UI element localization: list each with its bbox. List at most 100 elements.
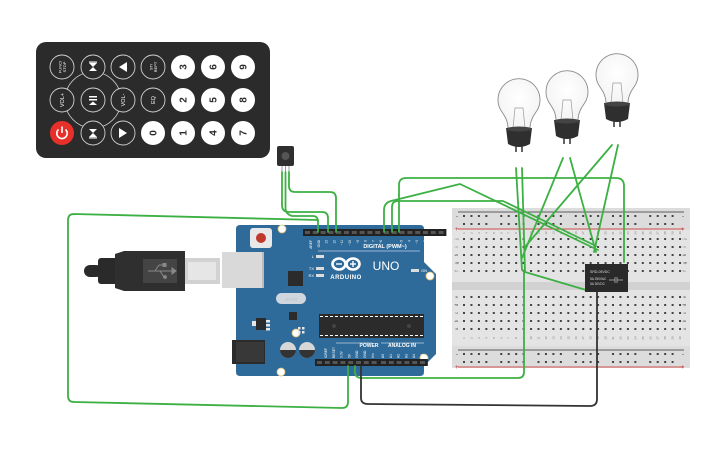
remote-button-5[interactable]: 5 xyxy=(201,88,225,112)
breadboard-hole[interactable] xyxy=(544,215,547,217)
breadboard-hole[interactable] xyxy=(656,238,659,240)
header-pin[interactable] xyxy=(348,361,354,364)
remote-button-4[interactable]: 4 xyxy=(201,121,225,145)
remote-button-prev[interactable] xyxy=(80,120,106,146)
breadboard-hole[interactable] xyxy=(477,361,480,363)
header-pin[interactable] xyxy=(407,231,413,234)
breadboard-hole[interactable] xyxy=(544,270,547,272)
breadboard-hole[interactable] xyxy=(612,254,614,256)
breadboard-hole[interactable] xyxy=(530,246,533,248)
breadboard-hole[interactable] xyxy=(574,312,577,314)
header-pin[interactable] xyxy=(367,231,373,234)
breadboard-hole[interactable] xyxy=(574,270,577,272)
breadboard-hole[interactable] xyxy=(619,320,622,322)
breadboard-hole[interactable] xyxy=(552,246,555,248)
breadboard-hole[interactable] xyxy=(537,361,540,363)
breadboard-hole[interactable] xyxy=(515,254,518,256)
breadboard-hole[interactable] xyxy=(619,304,622,306)
header-pin[interactable] xyxy=(371,361,377,364)
header-pin[interactable] xyxy=(388,361,394,364)
header-pin[interactable] xyxy=(320,231,326,234)
breadboard-hole[interactable] xyxy=(626,223,629,225)
breadboard-hole[interactable] xyxy=(507,304,510,306)
breadboard-hole[interactable] xyxy=(641,312,644,314)
breadboard-hole[interactable] xyxy=(679,238,682,240)
breadboard-hole[interactable] xyxy=(552,304,555,306)
breadboard-hole[interactable] xyxy=(626,262,629,264)
breadboard-hole[interactable] xyxy=(597,353,600,355)
breadboard-hole[interactable] xyxy=(485,238,488,240)
breadboard-hole[interactable] xyxy=(664,223,667,225)
breadboard-hole[interactable] xyxy=(507,353,510,355)
breadboard-hole[interactable] xyxy=(463,296,465,298)
breadboard-hole[interactable] xyxy=(634,254,637,256)
header-pin[interactable] xyxy=(412,361,418,364)
breadboard-hole[interactable] xyxy=(656,223,659,225)
breadboard-hole[interactable] xyxy=(619,312,622,314)
breadboard-hole[interactable] xyxy=(463,223,465,225)
breadboard-hole[interactable] xyxy=(582,328,585,330)
remote-button-vol-minus[interactable]: VOL- xyxy=(110,87,136,113)
breadboard-hole[interactable] xyxy=(507,320,510,322)
breadboard-hole[interactable] xyxy=(515,304,518,306)
breadboard-hole[interactable] xyxy=(574,328,577,330)
breadboard-hole[interactable] xyxy=(559,328,562,330)
breadboard-hole[interactable] xyxy=(530,262,533,264)
breadboard-hole[interactable] xyxy=(485,215,488,217)
breadboard-hole[interactable] xyxy=(552,254,555,256)
power-button[interactable] xyxy=(50,121,74,145)
breadboard-hole[interactable] xyxy=(589,262,592,264)
breadboard-hole[interactable] xyxy=(500,312,503,314)
breadboard-hole[interactable] xyxy=(500,296,503,298)
breadboard-hole[interactable] xyxy=(582,353,585,355)
breadboard-hole[interactable] xyxy=(470,238,473,240)
breadboard-hole[interactable] xyxy=(559,296,562,298)
wire-green[interactable] xyxy=(521,167,587,291)
header-pin[interactable] xyxy=(375,231,381,234)
breadboard-hole[interactable] xyxy=(537,246,540,248)
breadboard-hole[interactable] xyxy=(544,246,547,248)
wire-green[interactable] xyxy=(281,171,329,233)
breadboard-hole[interactable] xyxy=(567,262,570,264)
breadboard-hole[interactable] xyxy=(612,296,614,298)
breadboard-hole[interactable] xyxy=(612,328,614,330)
breadboard-hole[interactable] xyxy=(477,246,480,248)
breadboard-hole[interactable] xyxy=(500,238,503,240)
breadboard-hole[interactable] xyxy=(559,312,562,314)
breadboard-hole[interactable] xyxy=(544,353,547,355)
breadboard-hole[interactable] xyxy=(656,246,659,248)
breadboard-hole[interactable] xyxy=(589,254,592,256)
breadboard-hole[interactable] xyxy=(626,215,629,217)
breadboard-hole[interactable] xyxy=(664,254,667,256)
breadboard-hole[interactable] xyxy=(500,223,503,225)
breadboard-hole[interactable] xyxy=(485,361,488,363)
breadboard-hole[interactable] xyxy=(463,361,465,363)
breadboard-hole[interactable] xyxy=(649,296,652,298)
breadboard-hole[interactable] xyxy=(641,304,644,306)
breadboard-hole[interactable] xyxy=(597,320,600,322)
breadboard-hole[interactable] xyxy=(477,328,480,330)
breadboard-hole[interactable] xyxy=(656,215,659,217)
breadboard-hole[interactable] xyxy=(582,254,585,256)
breadboard-hole[interactable] xyxy=(500,328,503,330)
breadboard-hole[interactable] xyxy=(619,353,622,355)
breadboard-hole[interactable] xyxy=(589,328,592,330)
breadboard-hole[interactable] xyxy=(649,262,652,264)
remote-button-2[interactable]: 2 xyxy=(171,88,195,112)
breadboard-hole[interactable] xyxy=(604,296,607,298)
breadboard-hole[interactable] xyxy=(537,270,540,272)
breadboard-hole[interactable] xyxy=(619,254,622,256)
breadboard-hole[interactable] xyxy=(604,262,607,264)
remote-button-1[interactable]: 1 xyxy=(171,121,195,145)
breadboard-hole[interactable] xyxy=(612,312,614,314)
breadboard-hole[interactable] xyxy=(485,328,488,330)
breadboard-hole[interactable] xyxy=(544,304,547,306)
breadboard-hole[interactable] xyxy=(649,215,652,217)
wire-black[interactable] xyxy=(360,291,598,407)
breadboard-hole[interactable] xyxy=(574,320,577,322)
breadboard-hole[interactable] xyxy=(597,304,600,306)
digital-header-right[interactable] xyxy=(382,229,447,236)
breadboard-hole[interactable] xyxy=(656,262,659,264)
wire-green[interactable] xyxy=(284,171,319,233)
